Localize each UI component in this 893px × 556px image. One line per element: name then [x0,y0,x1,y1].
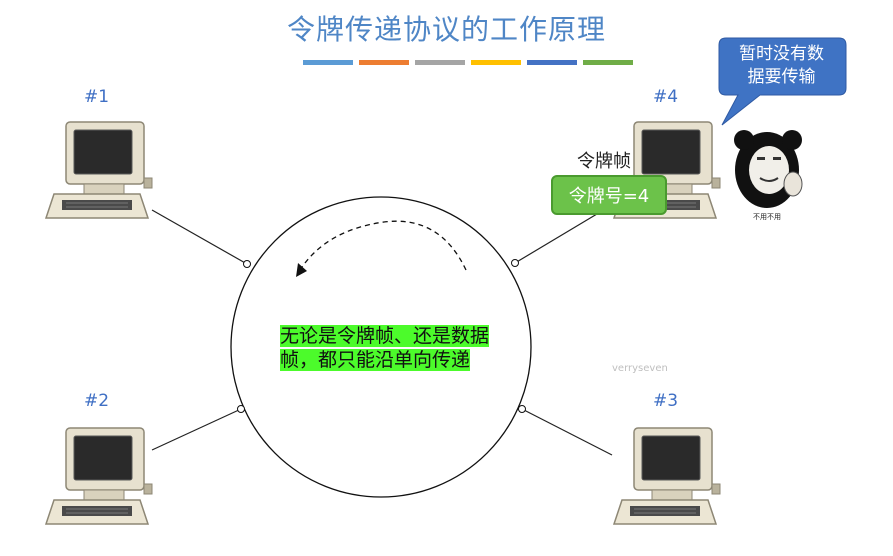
ring-port-4 [511,259,519,267]
ring-port-2 [237,405,245,413]
speech-bubble-line-2: 据要传输 [747,67,816,87]
title-color-bar [303,60,353,65]
ring-note-line-1: 无论是令牌帧、还是数据 [280,325,490,347]
ring-port-3 [518,405,526,413]
title-color-bars [303,60,633,65]
speech-bubble-text: 暂时没有数 据要传输 [718,43,845,89]
panda-meme-icon [734,130,803,208]
node-label-4: #4 [653,87,679,107]
frame-label: 令牌帧 [577,151,631,172]
ring-note-line-2: 帧，都只能沿单向传递 [280,349,471,371]
title-color-bar [359,60,409,65]
node-label-1: #1 [84,87,110,107]
connector-line-2 [151,408,242,451]
node-label-2: #2 [84,391,110,411]
page-title: 令牌传递协议的工作原理 [286,13,606,46]
watermark: verryseven [612,363,668,374]
connector-line-1 [151,209,248,265]
title-color-bar [583,60,633,65]
ring-port-1 [243,260,251,268]
computer-icon-2 [45,427,153,525]
dashed-arc-arrow-icon [296,220,467,277]
title-color-bar [471,60,521,65]
ring-note: 无论是令牌帧、还是数据 帧，都只能沿单向传递 [280,324,510,372]
speech-bubble-line-1: 暂时没有数 [739,44,824,64]
node-label-3: #3 [653,391,679,411]
token-number-box: 令牌号=4 [551,175,667,215]
connector-line-3 [521,408,613,456]
token-ring [230,196,532,498]
meme-caption: 不用不用 [753,213,781,221]
title-color-bar [415,60,465,65]
speech-bubble [718,37,847,126]
computer-icon-1 [45,121,153,219]
title-color-bar [527,60,577,65]
computer-icon-3 [613,427,721,525]
